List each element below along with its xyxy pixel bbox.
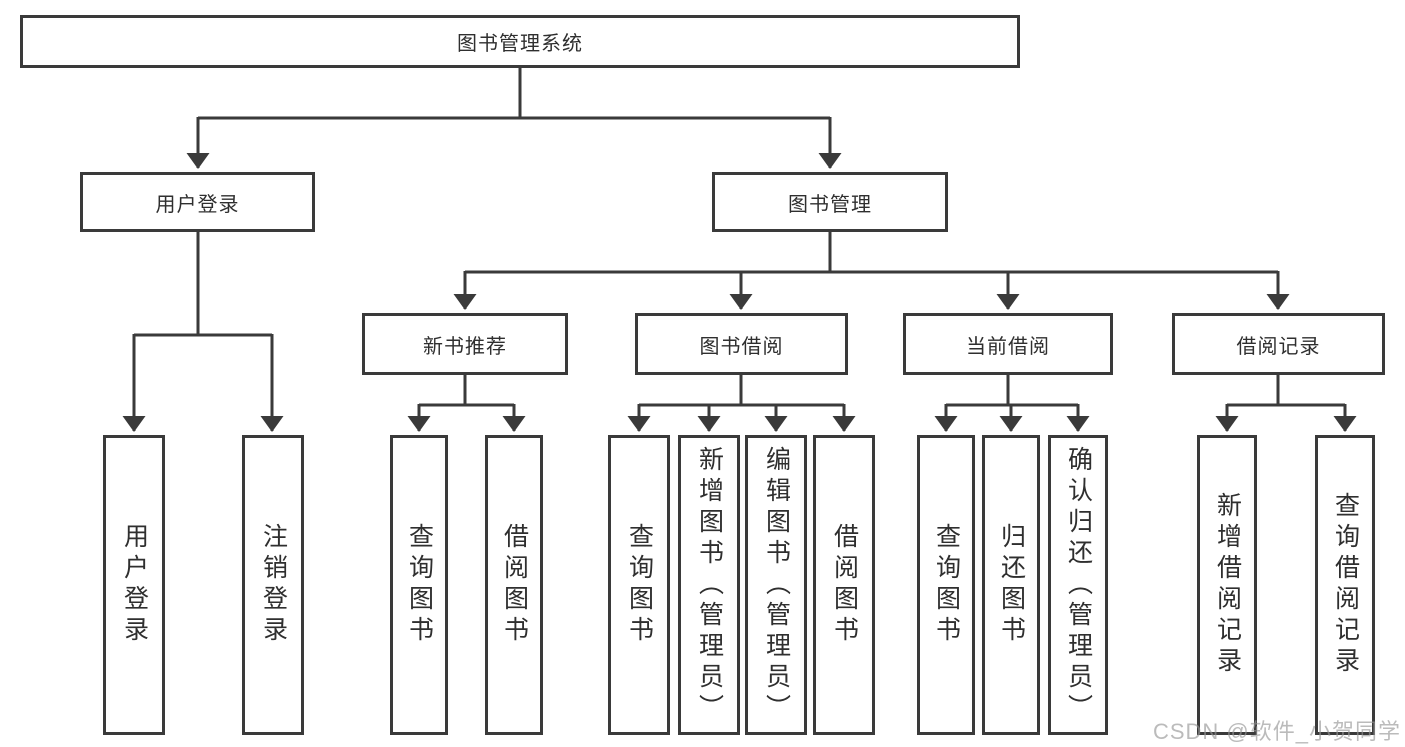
leaf-user-login: 用户登录 bbox=[103, 435, 165, 735]
leaf-return-books: 归还图书 bbox=[982, 435, 1040, 735]
node-book-management: 图书管理 bbox=[712, 172, 948, 232]
leaf-query-borrow-record: 查询借阅记录 bbox=[1315, 435, 1375, 735]
node-book-borrow: 图书借阅 bbox=[635, 313, 848, 375]
node-user-login-label: 用户登录 bbox=[155, 193, 240, 216]
node-book-management-label: 图书管理 bbox=[788, 193, 872, 216]
csdn-watermark: CSDN @软件_小贺同学 bbox=[1152, 719, 1401, 744]
node-new-book-recommend: 新书推荐 bbox=[362, 313, 568, 375]
leaf-logout: 注销登录 bbox=[242, 435, 304, 735]
node-current-borrow: 当前借阅 bbox=[903, 313, 1113, 375]
leaf-borrow-books: 借阅图书 bbox=[813, 435, 875, 735]
leaf-add-borrow-record: 新增借阅记录 bbox=[1197, 435, 1257, 735]
node-borrow-records-label: 借阅记录 bbox=[1236, 335, 1321, 358]
leaf-recommend-borrow-books: 借阅图书 bbox=[485, 435, 543, 735]
node-user-login: 用户登录 bbox=[80, 172, 315, 232]
leaf-recommend-query-books: 查询图书 bbox=[390, 435, 448, 735]
node-library-system-label: 图书管理系统 bbox=[457, 33, 583, 55]
leaf-current-query-books-label: 查询图书 bbox=[932, 523, 961, 647]
leaf-current-query-books: 查询图书 bbox=[917, 435, 975, 735]
leaf-recommend-borrow-books-label: 借阅图书 bbox=[500, 523, 529, 647]
node-library-system: 图书管理系统 bbox=[20, 15, 1020, 68]
leaf-confirm-return-admin-label: 确认归还（管理员） bbox=[1064, 445, 1093, 725]
leaf-edit-books-admin: 编辑图书（管理员） bbox=[745, 435, 807, 735]
leaf-recommend-query-books-label: 查询图书 bbox=[405, 523, 434, 647]
leaf-add-books-admin: 新增图书（管理员） bbox=[678, 435, 740, 735]
leaf-return-books-label: 归还图书 bbox=[997, 523, 1026, 647]
leaf-add-books-admin-label: 新增图书（管理员） bbox=[695, 445, 724, 725]
leaf-borrow-query-books: 查询图书 bbox=[608, 435, 670, 735]
leaf-query-borrow-record-label: 查询借阅记录 bbox=[1331, 492, 1360, 678]
leaf-borrow-books-label: 借阅图书 bbox=[830, 523, 859, 647]
node-current-borrow-label: 当前借阅 bbox=[966, 335, 1050, 358]
node-borrow-records: 借阅记录 bbox=[1172, 313, 1385, 375]
leaf-edit-books-admin-label: 编辑图书（管理员） bbox=[762, 445, 791, 725]
leaf-user-login-label: 用户登录 bbox=[120, 523, 149, 647]
leaf-logout-label: 注销登录 bbox=[259, 523, 288, 647]
node-book-borrow-label: 图书借阅 bbox=[699, 335, 784, 358]
leaf-confirm-return-admin: 确认归还（管理员） bbox=[1048, 435, 1108, 735]
node-new-book-recommend-label: 新书推荐 bbox=[423, 335, 507, 358]
leaf-add-borrow-record-label: 新增借阅记录 bbox=[1213, 492, 1242, 678]
leaf-borrow-query-books-label: 查询图书 bbox=[625, 523, 654, 647]
